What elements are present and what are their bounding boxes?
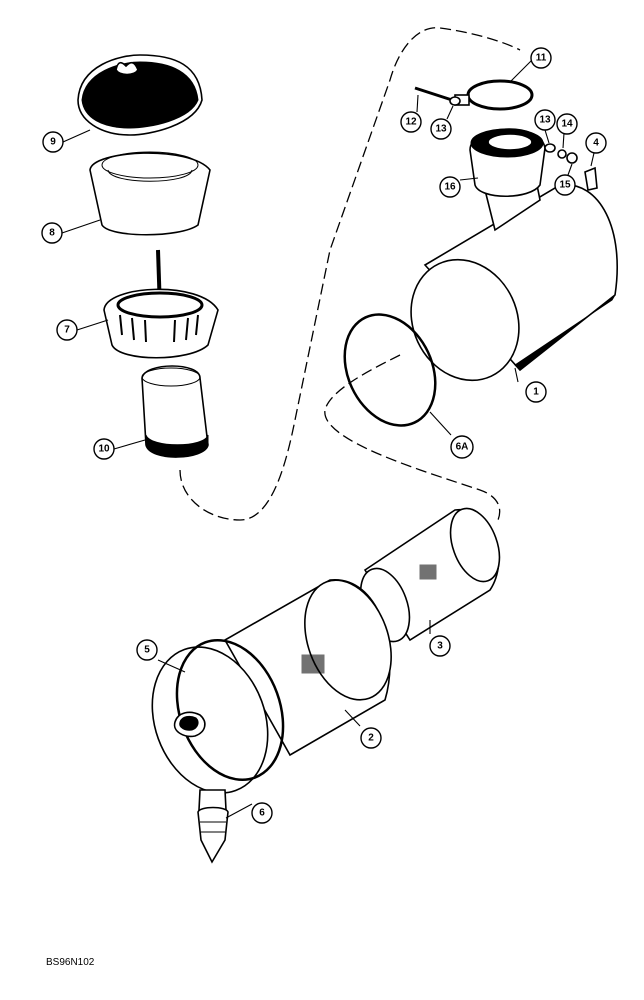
- svg-text:4: 4: [593, 138, 599, 149]
- svg-text:13: 13: [435, 124, 447, 135]
- precleaner-part: [103, 249, 219, 359]
- svg-text:9: 9: [50, 137, 56, 148]
- end-cover-part: [151, 638, 285, 794]
- callout-6: 6: [251, 802, 273, 824]
- cover-part: [77, 54, 203, 136]
- svg-text:6A: 6A: [456, 442, 469, 453]
- svg-text:8: 8: [49, 228, 55, 239]
- callout-4: 4: [585, 132, 607, 154]
- svg-text:13: 13: [539, 115, 551, 126]
- callout-1: 1: [525, 381, 547, 403]
- outer-filter-part: [223, 579, 392, 757]
- callout-9: 9: [42, 131, 64, 153]
- svg-text:15: 15: [559, 180, 571, 191]
- callout-8: 8: [41, 222, 63, 244]
- assembly-path: [179, 27, 521, 521]
- gasket-part: [469, 128, 546, 198]
- svg-text:7: 7: [64, 325, 70, 336]
- svg-text:12: 12: [405, 117, 417, 128]
- leader-lines: [61, 59, 595, 819]
- bowl-part: [89, 151, 211, 236]
- callout-10: 10: [93, 438, 115, 460]
- callout-14: 14: [556, 113, 578, 135]
- svg-text:11: 11: [536, 53, 547, 64]
- drawing-code: BS96N102: [46, 957, 95, 968]
- inner-filter-part: [359, 507, 501, 643]
- svg-text:2: 2: [368, 733, 374, 744]
- callout-12: 12: [400, 111, 422, 133]
- svg-text:5: 5: [144, 645, 150, 656]
- callout-5: 5: [136, 639, 158, 661]
- callout-6A: 6A: [450, 435, 474, 459]
- valve-part: [197, 789, 229, 864]
- svg-text:3: 3: [437, 641, 443, 652]
- callout-2: 2: [360, 727, 382, 749]
- callout-15: 15: [554, 174, 576, 196]
- svg-text:10: 10: [98, 444, 110, 455]
- callout-13-upper-left: 13: [430, 118, 452, 140]
- callout-7: 7: [56, 319, 78, 341]
- callout-3: 3: [429, 635, 451, 657]
- callout-13-right: 13: [534, 109, 556, 131]
- svg-text:6: 6: [259, 808, 265, 819]
- hardware-part: [414, 86, 598, 191]
- callout-16: 16: [439, 176, 461, 198]
- tube-part: [141, 365, 209, 458]
- o-ring-part: [343, 313, 437, 427]
- svg-text:14: 14: [561, 119, 573, 130]
- callout-11: 11: [530, 47, 552, 69]
- svg-text:16: 16: [444, 182, 456, 193]
- clamp-part: [454, 79, 534, 111]
- svg-text:1: 1: [533, 387, 539, 398]
